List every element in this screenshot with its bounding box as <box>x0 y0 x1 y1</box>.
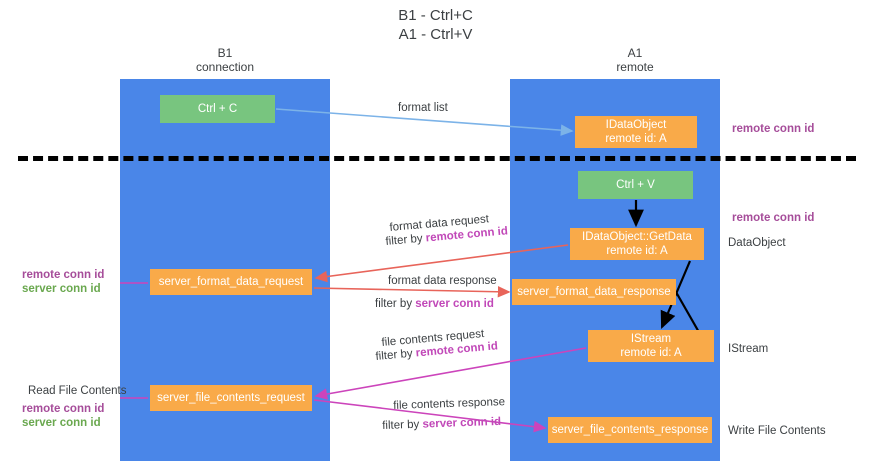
annotation-left-conn-ids-bottom: remote conn id server conn id <box>22 402 104 430</box>
node-server-file-contents-response-label: server_file_contents_response <box>551 424 709 436</box>
title-line-2: A1 - Ctrl+V <box>398 26 473 43</box>
node-idataobject-getdata[interactable]: IDataObject::GetData remote id: A <box>570 228 704 260</box>
annotation-write-file-contents: Write File Contents <box>728 424 826 438</box>
node-istream-line2: remote id: A <box>620 347 682 359</box>
filter-prefix: filter by <box>385 232 427 248</box>
annotation-left-server-conn-id: server conn id <box>22 283 101 295</box>
column-header-b1: B1 connection <box>150 46 300 74</box>
node-idataobject-line2: remote id: A <box>605 133 667 145</box>
node-server-format-data-request-label: server_format_data_request <box>158 276 304 288</box>
annotation-istream-text: IStream <box>728 343 769 355</box>
annotation-remote-conn-id-mid: remote conn id <box>732 211 814 225</box>
column-header-b1-name: B1 <box>217 46 233 60</box>
node-ctrl-c[interactable]: Ctrl + C <box>160 95 275 123</box>
node-server-format-data-response[interactable]: server_format_data_response <box>512 279 676 305</box>
filter-key-server-conn-id: server conn id <box>415 298 494 310</box>
annotation-remote-conn-id-top-text: remote conn id <box>732 123 815 135</box>
node-ctrl-v[interactable]: Ctrl + V <box>578 171 693 199</box>
node-ctrl-v-label: Ctrl + V <box>616 179 655 191</box>
node-server-format-data-request[interactable]: server_format_data_request <box>150 269 312 295</box>
filter-prefix: filter by <box>375 347 417 363</box>
annotation-istream: IStream <box>728 342 768 356</box>
node-idataobject[interactable]: IDataObject remote id: A <box>575 116 697 148</box>
annotation-left-remote-conn-id: remote conn id <box>22 269 105 281</box>
annotation-left-remote-conn-id-2: remote conn id <box>22 403 105 415</box>
column-header-a1: A1 remote <box>560 46 710 74</box>
node-server-format-data-response-label: server_format_data_response <box>517 286 671 298</box>
node-getdata-line2: remote id: A <box>606 245 668 257</box>
node-getdata-line1: IDataObject::GetData <box>582 231 692 243</box>
page-title: B1 - Ctrl+C A1 - Ctrl+V <box>0 6 871 44</box>
annotation-dataobject: DataObject <box>728 236 786 250</box>
annotation-write-file-contents-text: Write File Contents <box>728 425 826 437</box>
edge-label-file-contents-response: file contents response <box>393 396 506 412</box>
annotation-remote-conn-id-mid-text: remote conn id <box>732 212 815 224</box>
column-header-a1-sub: remote <box>616 60 654 74</box>
node-server-file-contents-request-label: server_file_contents_request <box>157 392 305 404</box>
edge-label-file-contents-response-filter: filter by server conn id <box>382 415 501 434</box>
filter-key-server-conn-id: server conn id <box>422 415 502 431</box>
filter-prefix: filter by <box>375 298 416 310</box>
filter-prefix: filter by <box>382 418 423 432</box>
edge-label-format-list: format list <box>398 102 448 114</box>
column-header-b1-sub: connection <box>195 60 255 74</box>
node-istream[interactable]: IStream remote id: A <box>588 330 714 362</box>
annotation-remote-conn-id-top: remote conn id <box>732 122 814 136</box>
node-idataobject-line1: IDataObject <box>605 119 667 131</box>
edge-label-format-data-response-filter: filter by server conn id <box>375 297 494 312</box>
node-server-file-contents-response[interactable]: server_file_contents_response <box>548 417 712 443</box>
column-header-a1-name: A1 <box>627 46 643 60</box>
title-line-1: B1 - Ctrl+C <box>398 7 473 24</box>
node-istream-line1: IStream <box>630 333 672 345</box>
annotation-dataobject-text: DataObject <box>728 237 786 249</box>
annotation-read-file-contents: Read File Contents <box>28 384 126 398</box>
annotation-left-server-conn-id-2: server conn id <box>22 417 101 429</box>
annotation-left-conn-ids-top: remote conn id server conn id <box>22 268 104 296</box>
node-server-file-contents-request[interactable]: server_file_contents_request <box>150 385 312 411</box>
annotation-read-file-contents-text: Read File Contents <box>28 385 127 397</box>
phase-divider <box>18 156 856 161</box>
node-ctrl-c-label: Ctrl + C <box>197 103 238 115</box>
edge-label-format-data-response: format data response <box>388 275 497 287</box>
